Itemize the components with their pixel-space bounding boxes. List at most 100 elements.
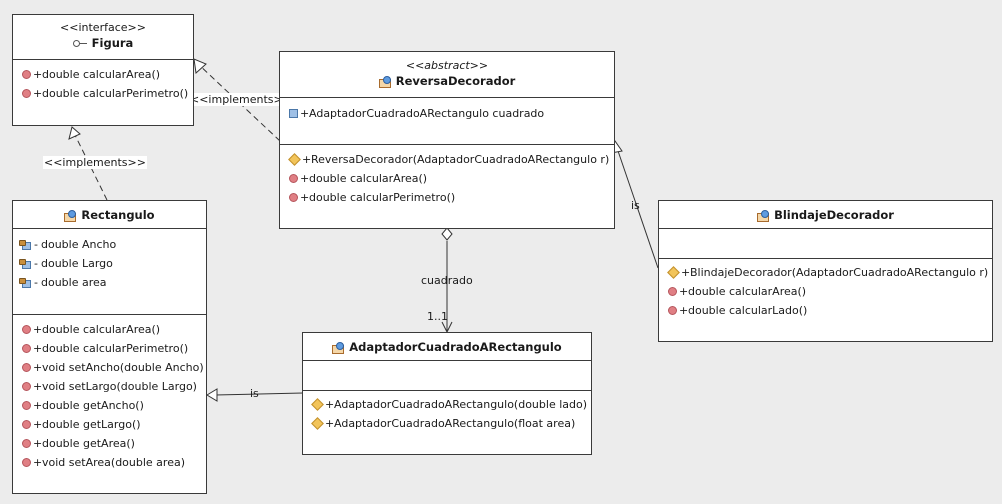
operation-text: void setArea(double area) — [42, 456, 185, 469]
private-field-icon — [19, 259, 31, 269]
class-adaptador[interactable]: AdaptadorCuadradoARectangulo +AdaptadorC… — [302, 332, 592, 455]
operation-text: double getArea() — [42, 437, 135, 450]
rectangulo-attributes: -double Ancho -double Largo -double area — [13, 228, 206, 314]
rectangulo-name: Rectangulo — [81, 208, 155, 222]
visibility: + — [302, 153, 312, 166]
operation-text: double getAncho() — [42, 399, 144, 412]
rectangulo-operation[interactable]: +void setAncho(double Ancho) — [13, 358, 206, 377]
operation-text: void setAncho(double Ancho) — [42, 361, 204, 374]
private-field-icon — [19, 278, 31, 288]
reversa-operations: +ReversaDecorador(AdaptadorCuadradoARect… — [280, 144, 614, 207]
operation-text: double calcularPerimetro() — [42, 87, 189, 100]
rectangulo-implements-arrowhead — [68, 126, 81, 140]
class-rectangulo[interactable]: Rectangulo -double Ancho -double Largo -… — [12, 200, 207, 494]
visibility: + — [33, 87, 43, 100]
rectangulo-implements-line — [74, 134, 108, 201]
visibility: + — [33, 68, 43, 81]
class-icon — [332, 341, 345, 354]
adaptador-is-label: is — [250, 387, 259, 400]
blindaje-operation[interactable]: +double calcularLado() — [659, 301, 992, 320]
operation-text: ReversaDecorador(AdaptadorCuadradoARecta… — [311, 153, 610, 166]
operation-text: double calcularPerimetro() — [309, 191, 456, 204]
operation-text: AdaptadorCuadradoARectangulo(double lado… — [334, 398, 588, 411]
attribute-text: AdaptadorCuadradoARectangulo cuadrado — [309, 107, 545, 120]
visibility: + — [33, 361, 43, 374]
adaptador-operation[interactable]: +AdaptadorCuadradoARectangulo(float area… — [303, 414, 591, 433]
visibility: + — [33, 342, 43, 355]
reversa-stereotype: <<abstract>> — [405, 59, 489, 72]
rectangulo-attribute[interactable]: -double Largo — [13, 254, 206, 273]
reversa-attribute[interactable]: +AdaptadorCuadradoARectangulo cuadrado — [280, 104, 614, 123]
class-blindaje-decorador[interactable]: BlindajeDecorador +BlindajeDecorador(Ada… — [658, 200, 993, 342]
public-method-icon — [668, 306, 677, 315]
visibility: + — [300, 191, 310, 204]
reversa-implements-label: <<implements>> — [189, 93, 293, 106]
attribute-text: double Largo — [41, 257, 113, 270]
public-method-icon — [289, 193, 298, 202]
rectangulo-operation[interactable]: +void setArea(double area) — [13, 453, 206, 472]
class-figura[interactable]: <<interface>> Figura +double calcularAre… — [12, 14, 194, 126]
adaptador-operation[interactable]: +AdaptadorCuadradoARectangulo(double lad… — [303, 395, 591, 414]
rectangulo-title: Rectangulo — [64, 207, 155, 223]
reversa-operation[interactable]: +double calcularPerimetro() — [280, 188, 614, 207]
blindaje-title: BlindajeDecorador — [757, 207, 894, 223]
operation-text: AdaptadorCuadradoARectangulo(float area) — [334, 417, 576, 430]
public-field-icon — [289, 109, 298, 118]
class-icon — [757, 209, 770, 222]
visibility: + — [679, 304, 689, 317]
visibility: - — [34, 238, 38, 251]
adaptador-name: AdaptadorCuadradoARectangulo — [349, 340, 562, 354]
blindaje-name: BlindajeDecorador — [774, 208, 894, 222]
adaptador-title: AdaptadorCuadradoARectangulo — [332, 339, 562, 355]
visibility: - — [34, 276, 38, 289]
rectangulo-operation[interactable]: +double calcularArea() — [13, 320, 206, 339]
blindaje-operation[interactable]: +double calcularArea() — [659, 282, 992, 301]
figura-operation[interactable]: +double calcularArea() — [13, 65, 193, 84]
public-method-icon — [22, 325, 31, 334]
operation-text: double calcularPerimetro() — [42, 342, 189, 355]
public-method-icon — [22, 344, 31, 353]
public-method-icon — [22, 420, 31, 429]
rectangulo-attribute[interactable]: -double area — [13, 273, 206, 292]
visibility: + — [33, 456, 43, 469]
visibility: + — [33, 380, 43, 393]
visibility: + — [33, 437, 43, 450]
public-method-icon — [22, 439, 31, 448]
adaptador-is-line — [214, 392, 304, 396]
rectangulo-operation[interactable]: +void setLargo(double Largo) — [13, 377, 206, 396]
class-icon — [64, 209, 77, 222]
public-method-icon — [22, 458, 31, 467]
adaptador-is-arrowhead — [206, 388, 218, 402]
blindaje-is-line — [616, 147, 659, 269]
public-method-icon — [22, 401, 31, 410]
visibility: + — [679, 285, 689, 298]
operation-text: BlindajeDecorador(AdaptadorCuadradoARect… — [690, 266, 989, 279]
figura-name: Figura — [91, 36, 134, 50]
aggregation-role-label: cuadrado — [421, 274, 473, 287]
reversa-operation[interactable]: +double calcularArea() — [280, 169, 614, 188]
rectangulo-operation[interactable]: +double getAncho() — [13, 396, 206, 415]
adaptador-attributes — [303, 360, 591, 390]
reversa-operation[interactable]: +ReversaDecorador(AdaptadorCuadradoARect… — [280, 150, 614, 169]
visibility: + — [325, 398, 335, 411]
visibility: + — [300, 107, 310, 120]
figura-operation[interactable]: +double calcularPerimetro() — [13, 84, 193, 103]
rectangulo-operation[interactable]: +double getArea() — [13, 434, 206, 453]
reversa-attributes: +AdaptadorCuadradoARectangulo cuadrado — [280, 97, 614, 144]
rectangulo-operation[interactable]: +double calcularPerimetro() — [13, 339, 206, 358]
public-method-icon — [22, 382, 31, 391]
interface-icon — [72, 39, 87, 47]
rectangulo-operation[interactable]: +double getLargo() — [13, 415, 206, 434]
reversa-title: ReversaDecorador — [378, 73, 516, 89]
visibility: + — [33, 323, 43, 336]
attribute-text: double area — [41, 276, 107, 289]
class-reversa-decorador[interactable]: <<abstract>> ReversaDecorador +Adaptador… — [279, 51, 615, 229]
rectangulo-implements-label: <<implements>> — [43, 156, 147, 169]
figura-title: Figura — [72, 35, 134, 51]
reversa-name: ReversaDecorador — [395, 74, 516, 88]
blindaje-operation[interactable]: +BlindajeDecorador(AdaptadorCuadradoARec… — [659, 263, 992, 282]
rectangulo-attribute[interactable]: -double Ancho — [13, 235, 206, 254]
operation-text: double calcularArea() — [688, 285, 807, 298]
constructor-icon — [311, 398, 324, 411]
